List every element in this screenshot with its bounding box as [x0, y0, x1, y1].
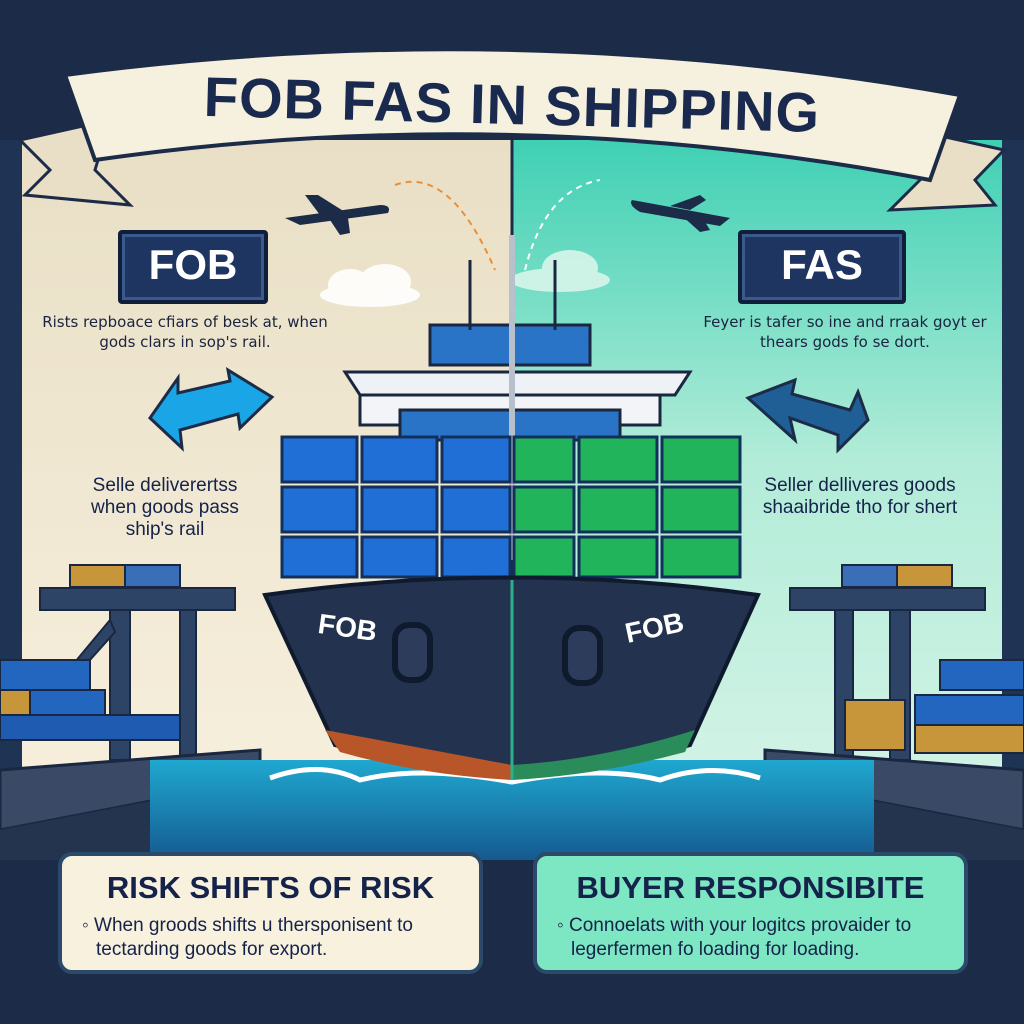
- fob-description: Rists repboace cfiars of besk at, when g…: [42, 313, 328, 351]
- double-arrow-icon-right: [745, 377, 870, 454]
- buyer-responsibility-bullet-text: Connoelats with your logitcs provaider t…: [569, 915, 912, 960]
- containers-blue: [280, 435, 512, 579]
- double-arrow-icon-left: [148, 366, 275, 452]
- airplane-icon-right: [631, 195, 730, 232]
- crane-right: [789, 564, 1024, 761]
- fob-detail: Selle deliverertss when goods pass ship'…: [91, 475, 239, 540]
- airplane-icon-left: [285, 195, 389, 235]
- risk-shift-bullet-text: When groods shifts u thersponisent to te…: [94, 915, 413, 960]
- containers-green: [512, 435, 742, 579]
- anchor-icon: [392, 622, 603, 686]
- buyer-responsibility-bullet: ◦ Connoelats with your logitcs provaider…: [557, 915, 912, 960]
- fob-label: FOB: [118, 230, 268, 304]
- buyer-responsibility-heading: BUYER RESPONSIBITE: [576, 870, 925, 905]
- title-banner: [17, 47, 1007, 212]
- risk-shift-box: RISK SHIFTS OF RISK ◦ When groods shifts…: [58, 852, 483, 974]
- fas-detail: Seller delliveres goods shaaibride tho f…: [762, 475, 958, 518]
- risk-shift-heading: RISK SHIFTS OF RISK: [106, 870, 435, 905]
- ship-superstructure: [342, 235, 693, 560]
- fas-description: Feyer is tafer so ine and rraak goyt er …: [703, 313, 987, 351]
- risk-shift-bullet: ◦ When groods shifts u thersponisent to …: [82, 915, 413, 960]
- crane-left: [0, 564, 236, 761]
- buyer-responsibility-box: BUYER RESPONSIBITE ◦ Connoelats with you…: [533, 852, 968, 974]
- fas-label: FAS: [738, 230, 906, 304]
